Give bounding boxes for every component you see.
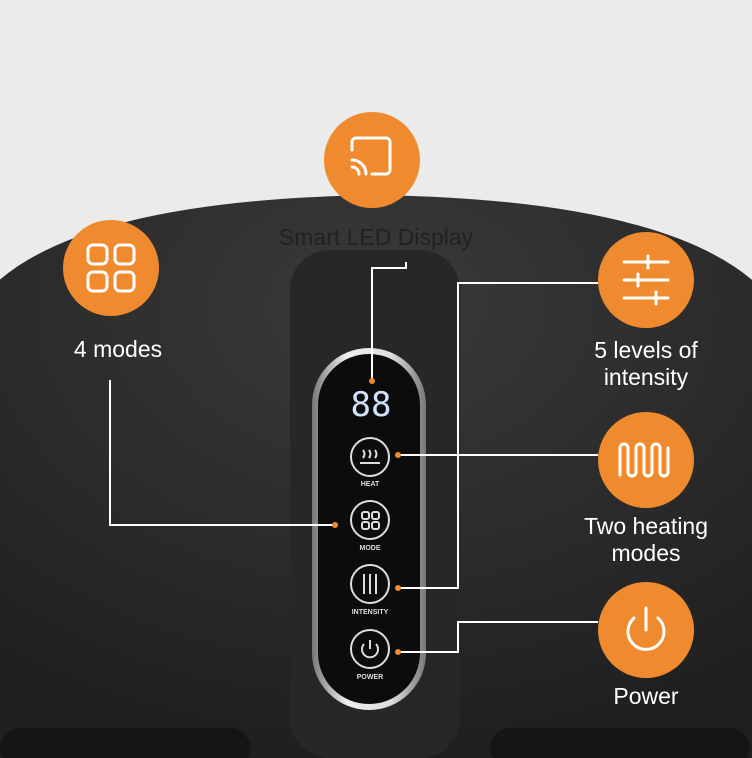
- display-feature-icon: [324, 112, 420, 208]
- mode-button[interactable]: [350, 500, 390, 540]
- intensity-button[interactable]: [350, 564, 390, 604]
- button-label-power: POWER: [357, 674, 383, 681]
- power-icon: [361, 640, 379, 659]
- intensity-label-line2: intensity: [603, 364, 689, 390]
- button-label-mode: MODE: [360, 545, 381, 552]
- intensity-label-line1: 5 levels of: [594, 337, 698, 363]
- modes-feature-icon: [63, 220, 159, 316]
- display-label: Smart LED Display: [278, 224, 474, 250]
- heating-coil-icon: [618, 442, 670, 478]
- power-label: Power: [613, 683, 679, 709]
- button-label-intensity: INTENSITY: [352, 609, 389, 616]
- intensity-icon: [363, 574, 377, 594]
- foot-well-right: [490, 728, 750, 758]
- heating-label-line1: Two heating: [583, 513, 709, 539]
- cast-screen-icon: [350, 136, 392, 176]
- heating-feature-icon: [598, 412, 694, 508]
- button-label-heat: HEAT: [361, 481, 380, 488]
- four-squares-icon: [86, 243, 136, 293]
- heat-button[interactable]: [350, 437, 390, 477]
- led-display: 88: [351, 385, 392, 425]
- modes-label: 4 modes: [73, 336, 163, 362]
- callout-lines: [109, 262, 598, 653]
- power-button[interactable]: [350, 629, 390, 669]
- power-symbol-icon: [626, 606, 666, 651]
- mode-icon: [361, 511, 380, 530]
- heat-icon: [360, 449, 380, 464]
- sliders-icon: [622, 254, 670, 306]
- foot-well-left: [0, 728, 250, 758]
- heating-label-line2: modes: [611, 540, 681, 566]
